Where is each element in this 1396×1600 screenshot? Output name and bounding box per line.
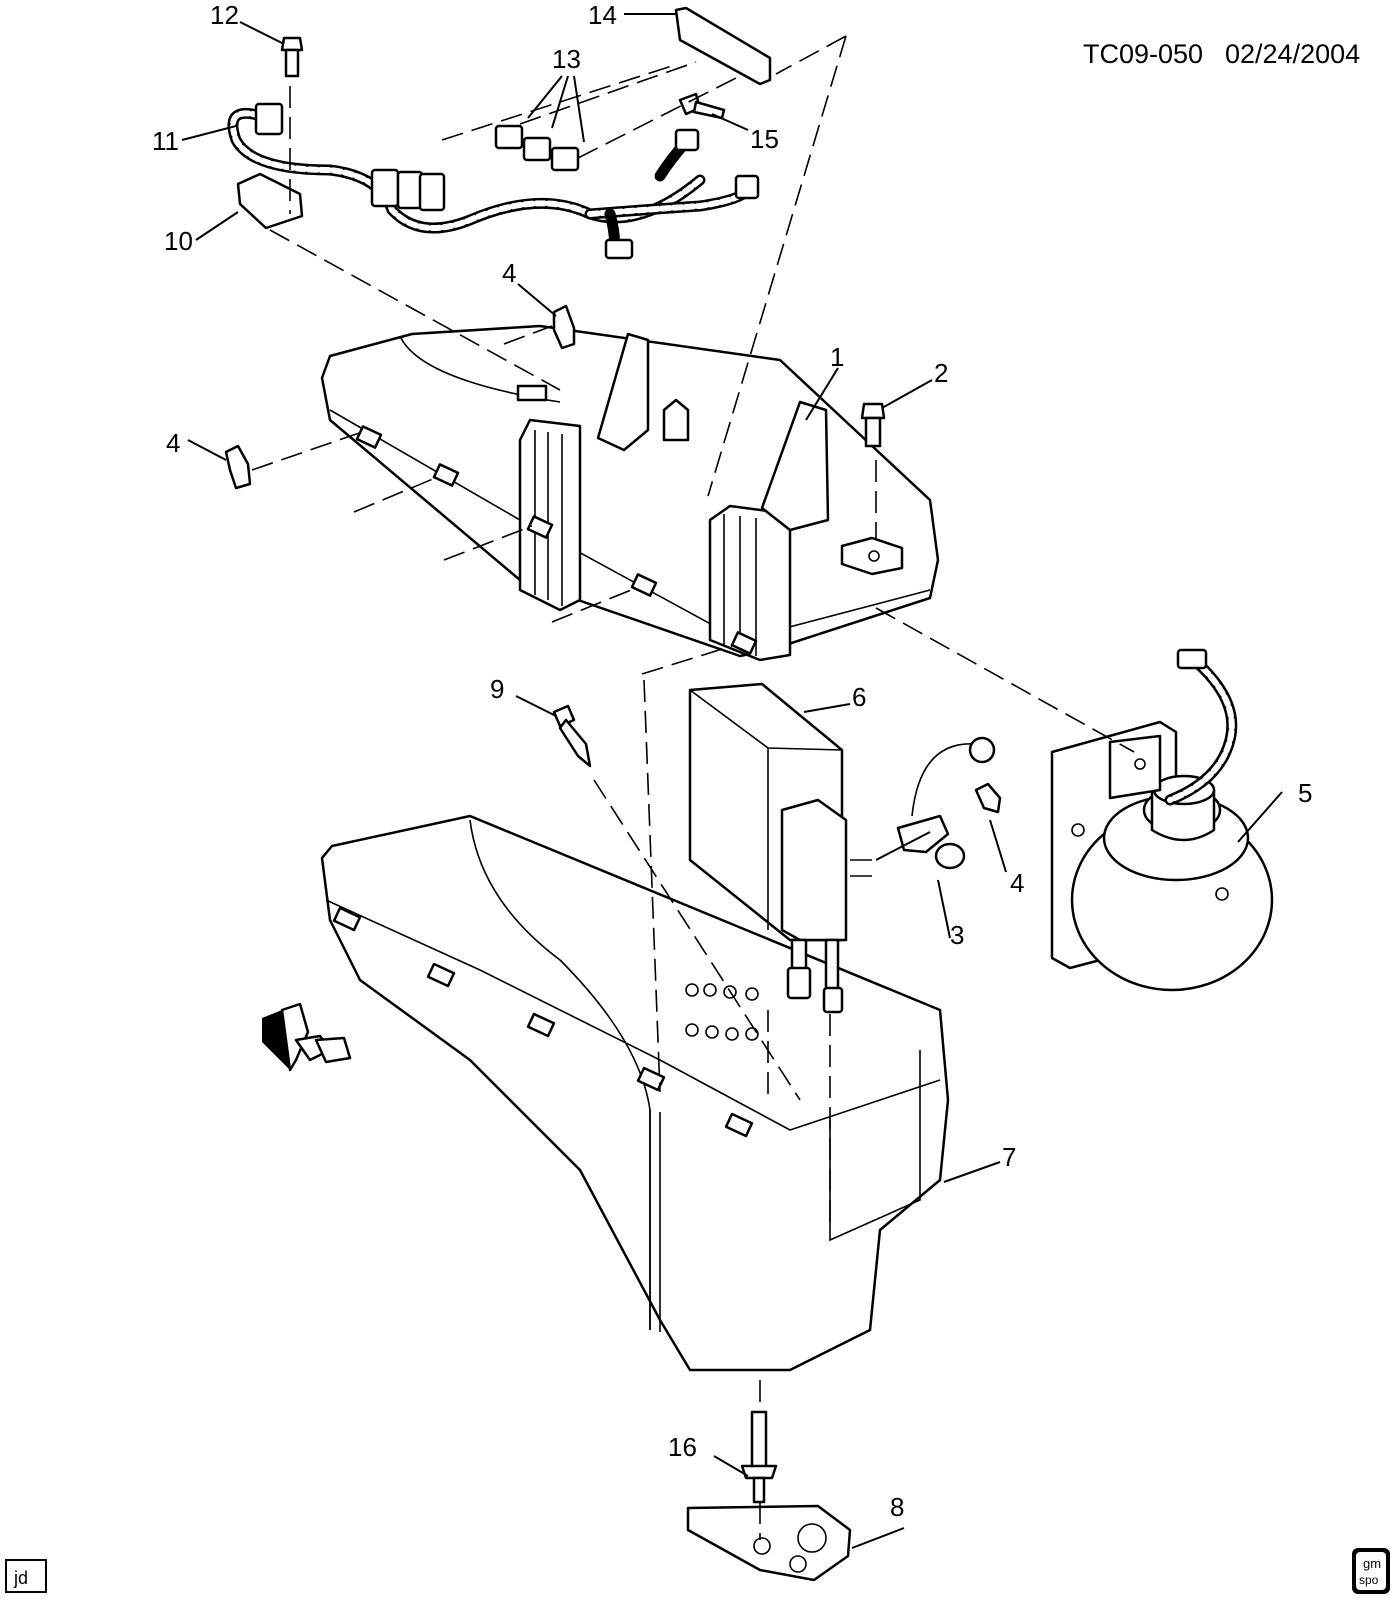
clip [224, 444, 252, 490]
callout-10: 10 [164, 226, 193, 256]
leader-lines [181, 13, 1283, 1549]
clip [552, 304, 576, 350]
callout-5: 5 [1298, 778, 1312, 808]
logo-spo: spo [1359, 1573, 1379, 1587]
callout-4-left: 4 [166, 428, 180, 458]
initials-box: jd [5, 1559, 47, 1593]
clip [974, 782, 1002, 814]
temperature-sensor [896, 736, 996, 870]
initials: jd [13, 1568, 28, 1588]
front-arrow-icon [262, 1002, 352, 1072]
callout-14: 14 [588, 0, 617, 30]
alignment-lines [251, 35, 1135, 1540]
bolt [280, 36, 304, 78]
control-module [688, 682, 872, 1014]
callout-16: 16 [668, 1432, 697, 1462]
callout-6: 6 [852, 682, 866, 712]
callout-1: 1 [830, 342, 844, 372]
lower-case [320, 814, 950, 1372]
callout-8: 8 [890, 1492, 904, 1522]
callout-4-top: 4 [502, 258, 516, 288]
callout-15: 15 [750, 124, 779, 154]
relay-bracket [674, 6, 772, 86]
bracket [236, 172, 304, 230]
relays [494, 124, 580, 172]
callout-labels: 1 2 3 4 4 4 5 6 7 8 9 10 11 12 13 14 15 … [152, 0, 1312, 1522]
blower-motor [1050, 648, 1274, 992]
callout-3: 3 [950, 920, 964, 950]
callout-2: 2 [934, 358, 948, 388]
logo-gm: gm [1363, 1556, 1381, 1571]
upper-case [320, 324, 940, 662]
callout-9: 9 [490, 674, 504, 704]
drawing-id: TC09-050 [1083, 39, 1203, 69]
drawing-date: 02/24/2004 [1225, 39, 1360, 69]
callout-4-right: 4 [1010, 868, 1024, 898]
stud [740, 1410, 778, 1504]
wiring-harness [227, 102, 760, 260]
gm-spo-logo: gm spo [1352, 1548, 1390, 1594]
callout-12: 12 [210, 0, 239, 30]
callout-7: 7 [1002, 1142, 1016, 1172]
bolt [860, 402, 886, 448]
push-pin [552, 704, 592, 768]
screw [678, 92, 726, 120]
callout-11: 11 [152, 126, 179, 156]
callout-13: 13 [552, 44, 581, 74]
